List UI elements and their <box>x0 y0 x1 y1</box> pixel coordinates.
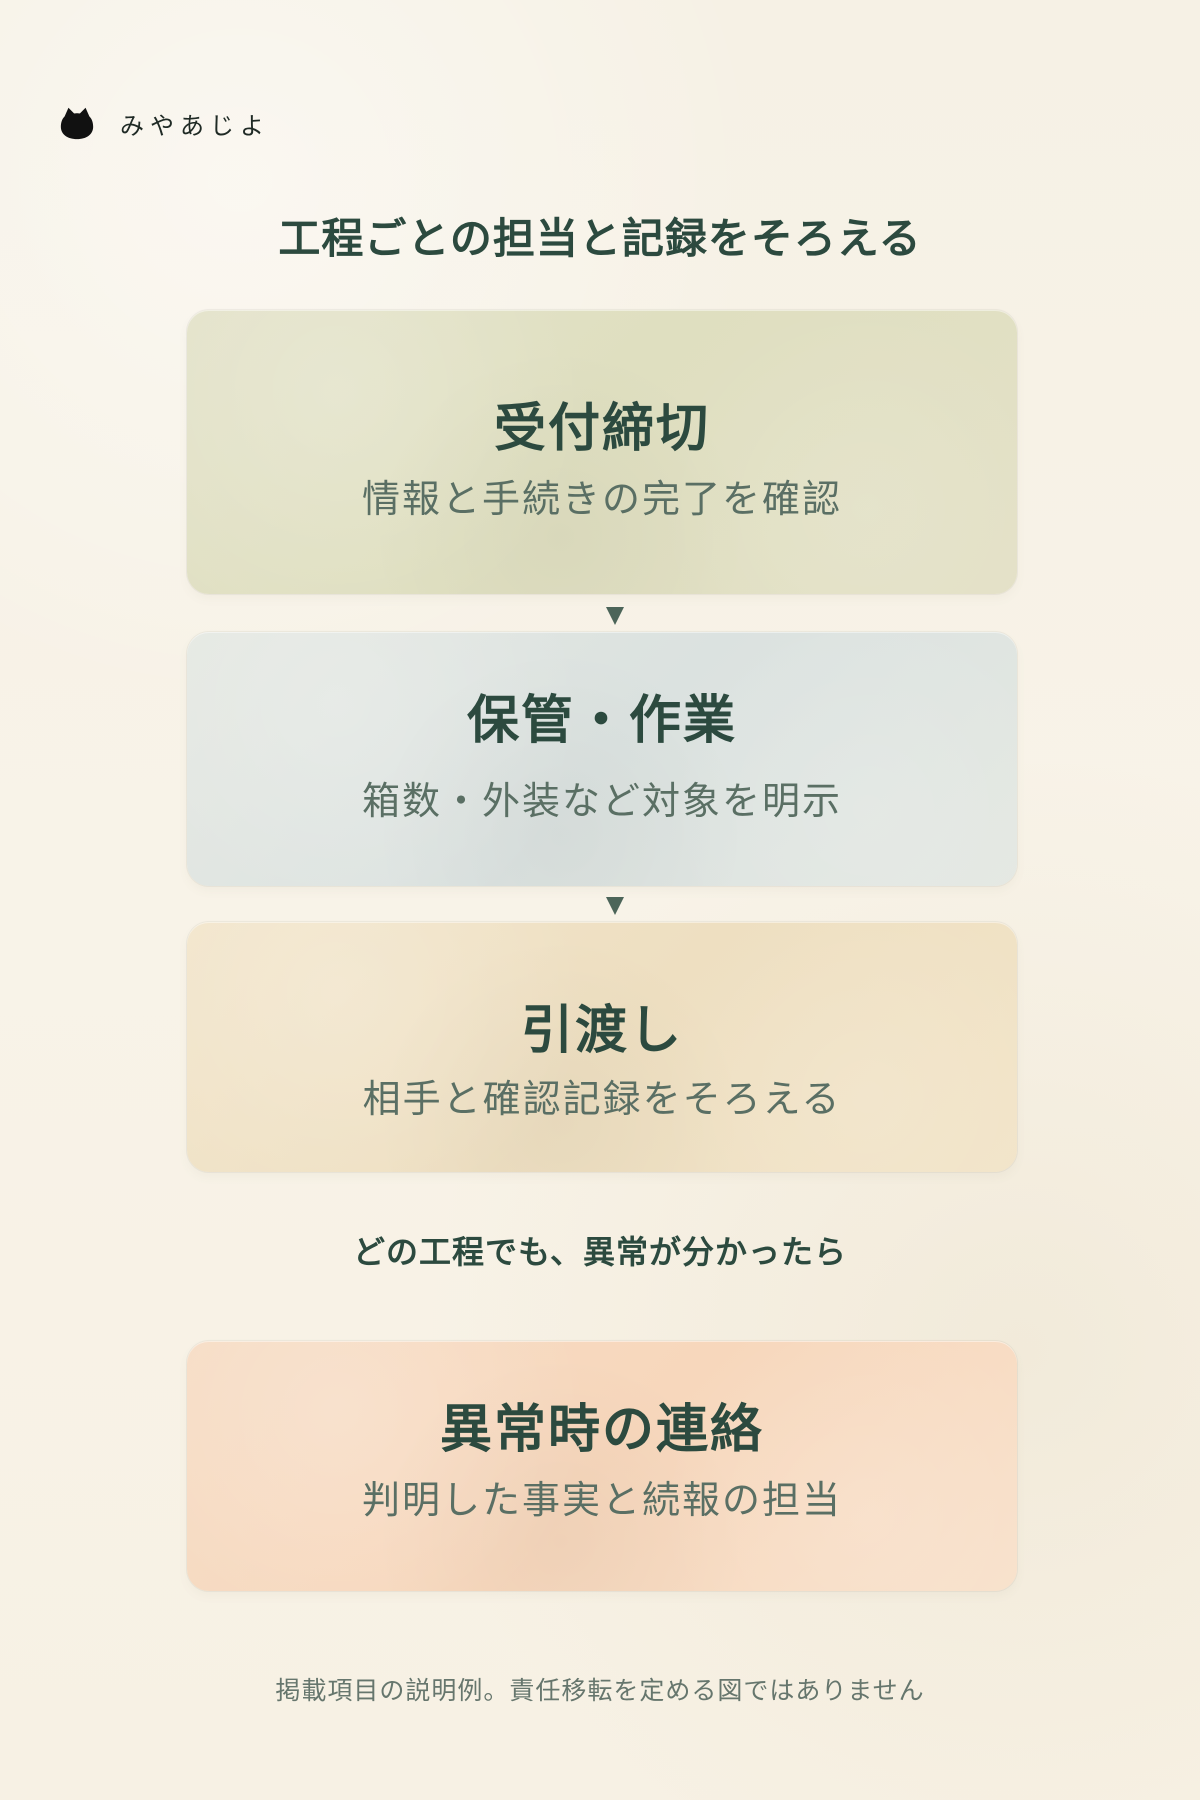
footer-note: 掲載項目の説明例。責任移転を定める図ではありません <box>275 1676 925 1705</box>
card-subtitle: 判明した事実と続報の担当 <box>361 1478 842 1522</box>
card-title: 保管・作業 <box>466 691 737 751</box>
card-subtitle: 情報と手続きの完了を確認 <box>361 477 842 521</box>
card-subtitle: 相手と確認記録をそろえる <box>362 1077 842 1121</box>
process-card-handover: 引渡し 相手と確認記録をそろえる <box>187 922 1017 1172</box>
process-card-abnormal-contact: 異常時の連絡 判明した事実と続報の担当 <box>187 1341 1017 1591</box>
card-title: 異常時の連絡 <box>439 1400 764 1460</box>
cat-icon <box>60 107 94 140</box>
page-title: 工程ごとの担当と記録をそろえる <box>278 214 922 263</box>
arrow-down-icon <box>606 607 624 625</box>
process-card-reception-deadline: 受付締切 情報と手続きの完了を確認 <box>187 310 1017 594</box>
arrow-down-icon <box>606 897 624 915</box>
brand-name: みやあじよ <box>120 111 270 140</box>
brand: みやあじよ <box>58 104 270 142</box>
card-title: 受付締切 <box>493 399 710 459</box>
transition-text: どの工程でも、異常が分かったら <box>352 1233 848 1271</box>
card-title: 引渡し <box>520 1001 683 1061</box>
process-card-storage-work: 保管・作業 箱数・外装など対象を明示 <box>187 632 1017 886</box>
card-subtitle: 箱数・外装など対象を明示 <box>361 779 842 823</box>
